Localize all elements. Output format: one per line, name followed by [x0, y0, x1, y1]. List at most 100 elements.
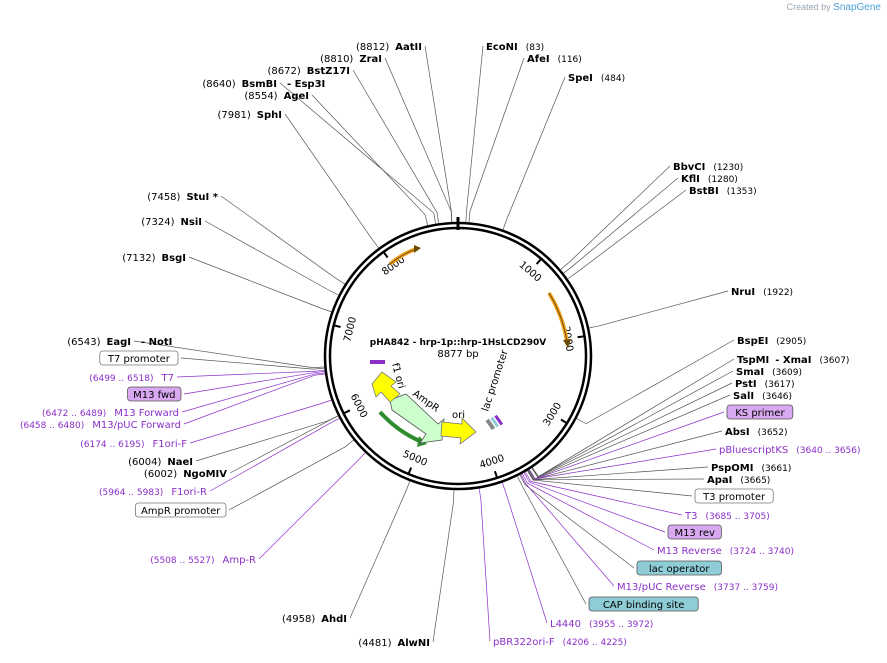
site-label-nrui[interactable]: NruI(1922)	[731, 287, 793, 298]
site-label-t3[interactable]: T3(3685 .. 3705)	[684, 511, 770, 522]
site-position: (8810)	[320, 54, 353, 65]
site-label-m13-reverse[interactable]: M13 Reverse(3724 .. 3740)	[657, 546, 794, 557]
site-label-afei[interactable]: AfeI(116)	[527, 54, 582, 65]
leader-t3-promoter	[527, 470, 693, 497]
site-label-pbr322ori-f[interactable]: pBR322ori-F(4206 .. 4225)	[493, 637, 627, 648]
site-label-f1ori-r[interactable]: (5964 .. 5983)F1ori-R	[99, 487, 207, 498]
enzyme-name: SalI	[733, 391, 754, 402]
site-label-apai[interactable]: ApaI(3665)	[707, 475, 770, 486]
site-label-ampr-promoter[interactable]: AmpR promoter	[134, 502, 227, 518]
site-position: (8812)	[356, 42, 389, 53]
svg-text:SpeI(484): SpeI(484)	[568, 73, 625, 84]
site-label-spei[interactable]: SpeI(484)	[568, 73, 625, 84]
primer-range: (6174 .. 6195)	[80, 440, 144, 450]
site-label-m13-puc-reverse[interactable]: M13/pUC Reverse(3737 .. 3759)	[617, 582, 778, 593]
site-label-ngomiv[interactable]: (6002)NgoMIV	[144, 469, 227, 480]
site-labels: (8812)AatII(8810)ZraI(8672)BstZ17I (8640)…	[20, 42, 861, 649]
enzyme-name: SpeI	[568, 73, 593, 84]
site-label-stui[interactable]: (7458) StuI *	[147, 192, 219, 203]
site-position: (7458)	[147, 192, 180, 203]
site-label-lac-operator[interactable]: lac operator	[636, 560, 722, 576]
site-label-ks-primer[interactable]: KS primer	[726, 404, 794, 420]
site-label-amp-r[interactable]: (5508 .. 5527)Amp-R	[150, 555, 256, 566]
feature-box	[588, 596, 699, 612]
leader-nsii	[204, 220, 339, 296]
leader-agei	[311, 94, 428, 226]
site-label-bsmbi[interactable]: (8640)BsmBI- Esp3I	[202, 79, 325, 90]
svg-text:(6004)NaeI: (6004)NaeI	[128, 457, 193, 468]
primer-range: (6458 .. 6480)	[20, 421, 84, 431]
primer-name: M13 Reverse	[657, 546, 722, 557]
feature-ori	[440, 417, 477, 445]
enzyme-name: StuI *	[186, 192, 218, 203]
primer-name: M13 Forward	[114, 408, 179, 419]
site-position: (7324)	[141, 217, 174, 228]
site-label-naei[interactable]: (6004)NaeI	[128, 457, 193, 468]
site-label-smai[interactable]: SmaI(3609)	[736, 367, 802, 378]
svg-text:(8672)BstZ17I: (8672)BstZ17I	[267, 66, 350, 77]
enzyme-isoschizomer: - NotI	[141, 337, 172, 348]
leader-psti	[531, 382, 733, 478]
enzyme-name: PstI	[735, 379, 757, 390]
site-label-m13-rev[interactable]: M13 rev	[667, 524, 722, 540]
feature-arrow-8000-outline	[389, 248, 417, 265]
feature-box	[667, 524, 722, 540]
site-label-pbluescriptks[interactable]: pBluescriptKS(3640 .. 3656)	[719, 445, 861, 456]
site-label-bstz17i[interactable]: (8672)BstZ17I	[267, 66, 350, 77]
site-label-sali[interactable]: SalI(3646)	[733, 391, 792, 402]
site-label-psti[interactable]: PstI(3617)	[735, 379, 795, 390]
site-label-t7[interactable]: (6499 .. 6518)T7	[89, 373, 174, 384]
leader-econi	[465, 45, 484, 223]
site-label-m13-fwd[interactable]: M13 fwd	[127, 386, 182, 402]
feature-f1-ori	[371, 371, 401, 403]
site-label-l4440[interactable]: L4440(3955 .. 3972)	[550, 619, 653, 630]
site-label-nsii[interactable]: (7324)NsiI	[141, 217, 202, 228]
site-label-zrai[interactable]: (8810)ZraI	[320, 54, 382, 65]
site-position: (8672)	[267, 66, 300, 77]
site-position: (1280)	[708, 175, 738, 185]
leader-ahdi	[349, 480, 411, 619]
site-label-eagi[interactable]: (6543)EagI- NotI	[67, 337, 172, 348]
site-label-alwni[interactable]: (4481)AlwNI	[358, 638, 430, 649]
feature-box	[726, 404, 794, 420]
site-label-sphi[interactable]: (7981)SphI	[218, 110, 282, 121]
site-label-ahdi[interactable]: (4958)AhdI	[282, 614, 347, 625]
site-label-econi[interactable]: EcoNI(83)	[486, 42, 544, 53]
site-label-m13-puc-forward[interactable]: (6458 .. 6480)M13/pUC Forward	[20, 420, 181, 431]
plasmid-name: pHA842 - hrp-1p::hrp-1HsLCD290V	[370, 338, 546, 348]
enzyme-name: BsgI	[162, 253, 186, 264]
site-label-pspomi[interactable]: PspOMI(3661)	[711, 463, 791, 474]
site-label-kfli[interactable]: KflI(1280)	[681, 174, 738, 185]
svg-text:(8640)BsmBI: (8640)BsmBI	[202, 79, 277, 90]
site-label-f1ori-f[interactable]: (6174 .. 6195)F1ori-F	[80, 439, 187, 450]
site-label-t3-promoter[interactable]: T3 promoter	[694, 488, 774, 504]
site-label-cap-binding-site[interactable]: CAP binding site	[588, 596, 699, 612]
site-label-tspmi[interactable]: TspMI- XmaI(3607)	[737, 355, 849, 366]
site-label-agei[interactable]: (8554)AgeI	[244, 91, 309, 102]
site-label-bbvci[interactable]: BbvCI(1230)	[673, 162, 743, 173]
site-label-aatii[interactable]: (8812)AatII	[356, 42, 422, 53]
enzyme-name: AhdI	[321, 614, 347, 625]
site-position: (83)	[526, 43, 544, 53]
enzyme-name: SmaI	[736, 367, 764, 378]
site-position: (1230)	[713, 163, 743, 173]
svg-text:M13 Reverse(3724 .. 3740): M13 Reverse(3724 .. 3740)	[657, 546, 794, 557]
leader-f1ori-f	[189, 399, 332, 444]
leader-kfli	[563, 177, 679, 274]
site-position: (8554)	[244, 91, 277, 102]
site-label-bspei[interactable]: BspEI(2905)	[737, 336, 806, 347]
site-position: (6002)	[144, 469, 177, 480]
feature-box	[134, 502, 227, 518]
site-label-bsgi[interactable]: (7132)BsgI	[122, 253, 186, 264]
site-label-bstbi[interactable]: BstBI(1353)	[689, 186, 757, 197]
site-position: (2905)	[776, 337, 806, 347]
primer-name: pBluescriptKS	[719, 445, 788, 456]
site-label-m13-forward[interactable]: (6472 .. 6489)M13 Forward	[42, 408, 179, 419]
tick-7000	[332, 324, 341, 328]
svg-text:(7458)StuI *: (7458) StuI *	[147, 192, 219, 203]
site-label-t7-promoter[interactable]: T7 promoter	[99, 350, 179, 366]
leader-tspmi	[532, 358, 735, 478]
site-label-absi[interactable]: AbsI(3652)	[725, 427, 788, 438]
leader-m13-reverse	[521, 473, 655, 551]
lac-operator-mark	[485, 418, 496, 431]
